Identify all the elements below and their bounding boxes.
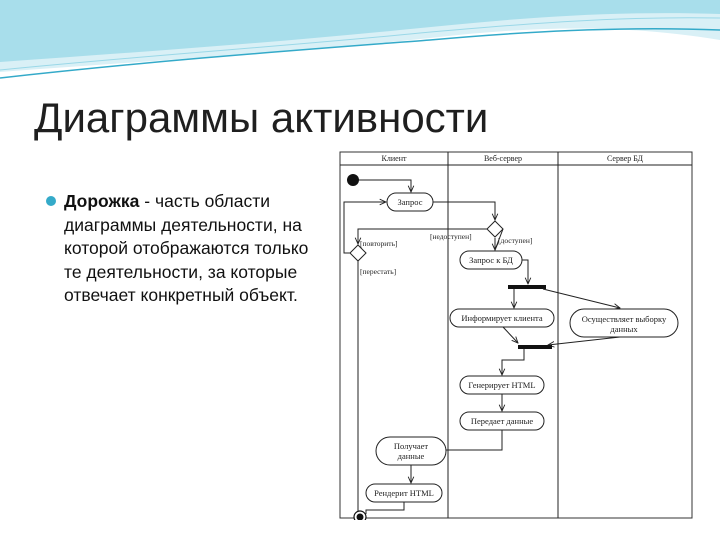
activity-select-data-label-2: данных (610, 324, 638, 334)
fork-bar (508, 285, 546, 289)
flow-render-to-end (365, 502, 405, 514)
flow-start-to-request (359, 179, 411, 192)
join-bar (518, 345, 552, 349)
activity-diagram: Клиент Веб-сервер Сервер БД (339, 151, 693, 520)
initial-node (347, 174, 359, 186)
flow-join-to-generate (502, 349, 525, 375)
activity-send-data-label: Передает данные (471, 416, 533, 426)
activity-receive-data-label-2: данные (398, 451, 425, 461)
swimlane-label-client: Клиент (382, 154, 407, 163)
activity-generate-html-label: Генерирует HTML (468, 380, 535, 390)
slide-title: Диаграммы активности (34, 94, 489, 141)
swimlane-label-dbserver: Сервер БД (607, 154, 644, 163)
flow-inform-to-join (502, 326, 518, 343)
activity-inform-client-label: Информирует клиента (461, 313, 542, 323)
wave-line-2 (0, 17, 720, 71)
flow-select-to-join (548, 336, 621, 345)
swimlane-frame (339, 151, 693, 519)
header-wave-decoration (0, 0, 720, 79)
bullet-separator: - (139, 191, 155, 211)
activity-select-data-label-1: Осуществляет выборку (582, 314, 667, 324)
bullet-text: Дорожка - часть области диаграммы деятел… (64, 190, 314, 308)
flow-fork-to-select (542, 288, 620, 308)
bullet-term: Дорожка (64, 191, 140, 211)
flow-unavailable (358, 228, 487, 244)
guard-unavailable: [недоступен] (430, 232, 472, 241)
activity-db-request-label: Запрос к БД (469, 255, 513, 265)
wave-line-1 (0, 27, 720, 79)
final-node-dot (356, 513, 364, 520)
bullet-definition: часть области диаграммы деятельности, на… (64, 191, 309, 305)
bullet-dot-icon (46, 196, 56, 206)
wave-front (0, 0, 720, 62)
flow-request-to-decision (433, 201, 495, 220)
activity-request-label: Запрос (398, 197, 423, 207)
activity-receive-data-label-1: Получает (394, 441, 429, 451)
decision-node-availability (486, 220, 504, 238)
guard-stop: [перестать] (360, 267, 396, 276)
activity-inform-client (449, 308, 555, 328)
activity-select-data (569, 308, 679, 338)
guard-available: [доступен] (498, 236, 532, 245)
activity-render-html-label: Рендерит HTML (374, 488, 434, 498)
flow-dbrequest-to-fork (522, 259, 528, 284)
flow-retry-loop (343, 202, 386, 254)
swimlane-label-webserver: Веб-сервер (484, 154, 522, 163)
guard-retry: [повторить] (360, 239, 398, 248)
